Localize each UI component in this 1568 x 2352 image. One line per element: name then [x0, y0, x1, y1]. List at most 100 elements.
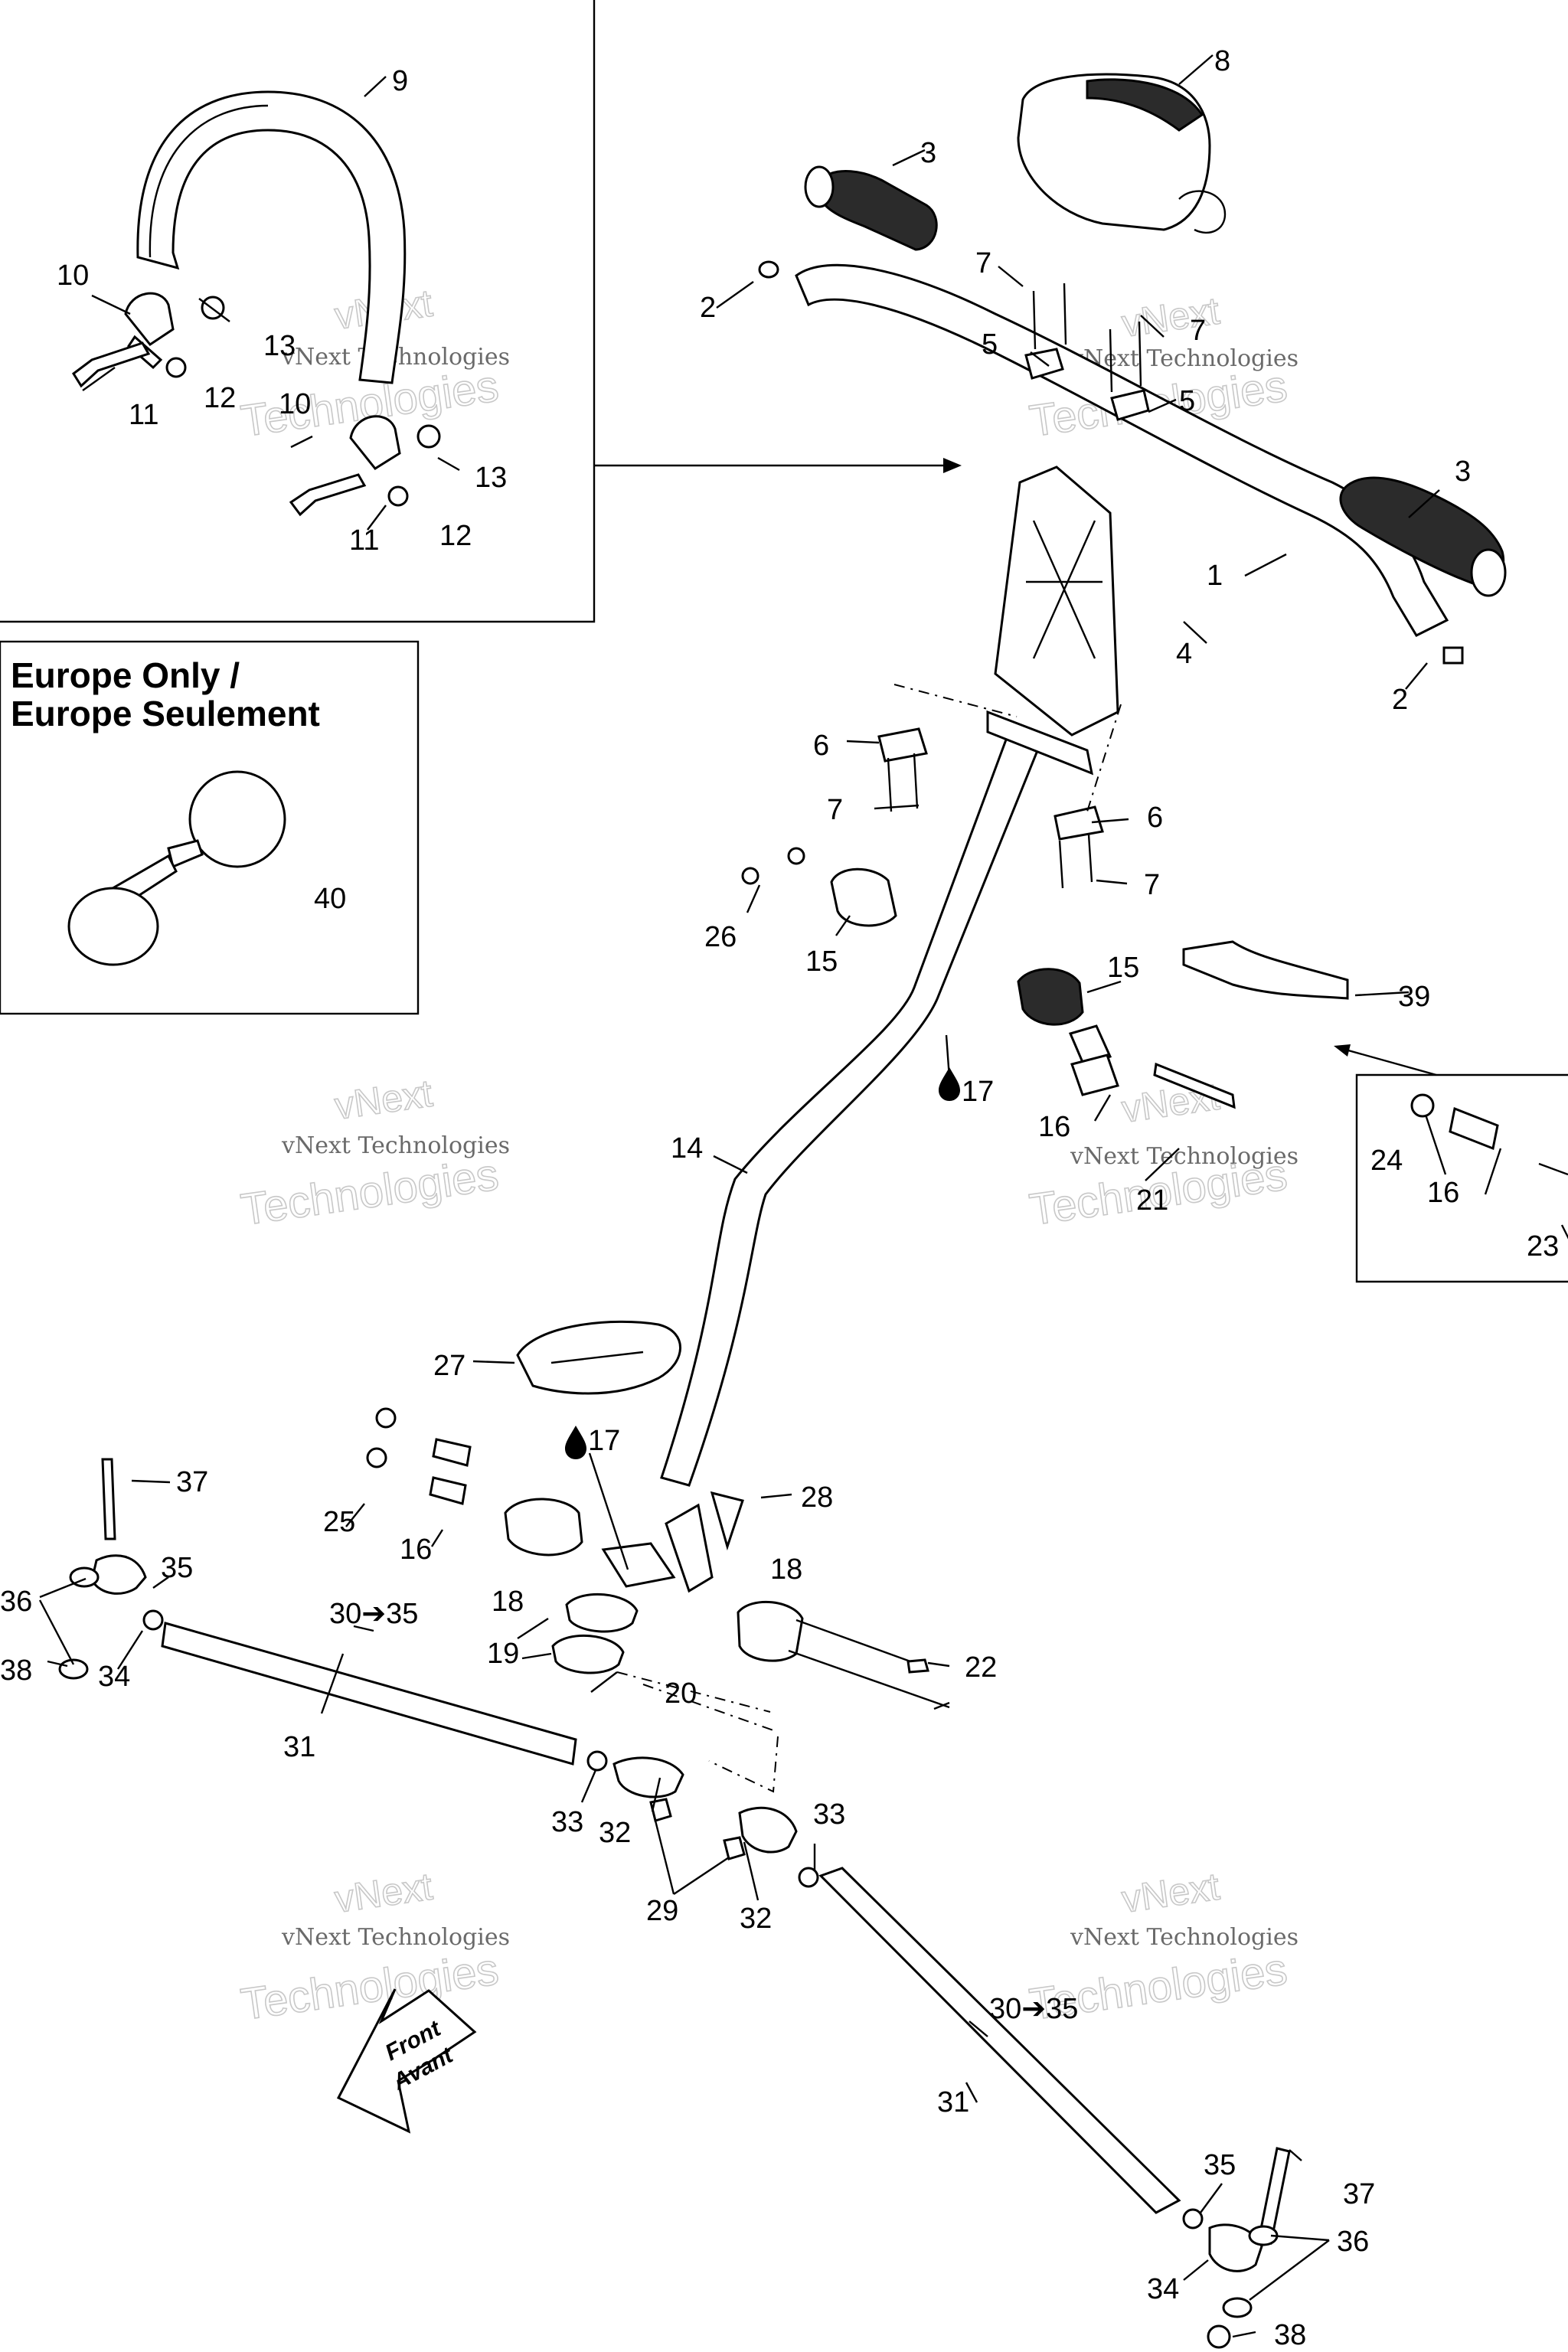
callout-4: 4: [1176, 638, 1192, 670]
riser-part-4: [994, 466, 1119, 737]
callout-3a: 3: [920, 137, 936, 169]
callout-12a: 12: [204, 382, 236, 414]
riser-clamp-upper: [1024, 283, 1150, 421]
callout-33a: 33: [551, 1806, 583, 1838]
callout-30b: 30➔35: [989, 1993, 1078, 2025]
grip-right-part-3: [1339, 476, 1507, 597]
callout-8: 8: [1214, 45, 1230, 77]
handlebar-part-1: [795, 263, 1449, 637]
callout-36a: 36: [0, 1586, 32, 1618]
bushing-upper-part-15: [741, 847, 897, 927]
callout-38a: 38: [0, 1655, 32, 1687]
cover-part-27: [516, 1320, 681, 1395]
callout-9: 9: [392, 65, 408, 97]
inset-bracket-arrow: [1342, 1047, 1437, 1076]
ring-part-9: [136, 90, 407, 384]
inset-bracket-arrowhead: [1334, 1044, 1351, 1057]
lower-clamp-assembly: [366, 1407, 950, 1709]
callout-12b: 12: [439, 520, 472, 552]
callout-37b: 37: [1343, 2178, 1375, 2210]
svg-text:vNext: vNext: [1119, 1865, 1222, 1921]
callout-31b: 31: [937, 2086, 969, 2118]
callout-23: 23: [1527, 1230, 1559, 1263]
lubricant-drop-icon: [565, 1426, 586, 1459]
clamp-set-upper: [71, 292, 225, 388]
callout-18b: 18: [770, 1553, 802, 1586]
callout-38b: 38: [1274, 2319, 1306, 2351]
inset-bracket-box: [1355, 1073, 1568, 1283]
callout-13b: 13: [475, 462, 507, 494]
callout-29: 29: [646, 1895, 678, 1927]
callout-10a: 10: [57, 260, 89, 292]
callout-40: 40: [314, 883, 346, 915]
callout-34b: 34: [1147, 2273, 1179, 2305]
callout-13a: 13: [263, 330, 296, 362]
callout-14: 14: [671, 1132, 703, 1165]
tie-rod-right-assembly: [818, 1867, 1291, 2349]
callout-7b: 7: [1190, 315, 1206, 347]
callout-2a: 2: [700, 292, 716, 324]
callout-21: 21: [1136, 1184, 1168, 1217]
tie-rod-left-assembly: [58, 1458, 577, 1766]
inset-bracket-parts: [1410, 1093, 1568, 1176]
inset-clamp-arrowhead: [943, 458, 962, 473]
callout-7c: 7: [827, 794, 843, 826]
callout-35b: 35: [1204, 2149, 1236, 2181]
callout-15a: 15: [805, 946, 838, 978]
horn-part-40: [67, 770, 286, 966]
callout-32a: 32: [599, 1817, 631, 1849]
svg-text:vNext Technologies: vNext Technologies: [1070, 345, 1298, 372]
callout-27: 27: [433, 1350, 466, 1382]
lower-dash-line: [616, 1671, 779, 1793]
callout-28: 28: [801, 1481, 833, 1514]
svg-text:Technologies: Technologies: [238, 1944, 501, 2029]
callout-1: 1: [1207, 560, 1223, 592]
callout-33b: 33: [813, 1798, 845, 1831]
callout-36b: 36: [1337, 2226, 1369, 2258]
callout-30a: 30➔35: [329, 1598, 418, 1630]
inset-clamp-box: [0, 0, 596, 623]
svg-text:vNext: vNext: [332, 1072, 435, 1128]
svg-text:vNext Technologies: vNext Technologies: [1070, 1143, 1298, 1170]
steering-column-part-14: [660, 710, 1094, 1487]
callout-26: 26: [704, 921, 737, 953]
svg-text:vNext Technologies: vNext Technologies: [281, 1924, 510, 1951]
svg-text:vNext Technologies: vNext Technologies: [281, 1132, 510, 1159]
callout-11a: 11: [129, 399, 158, 431]
callout-5b: 5: [1179, 385, 1195, 417]
callout-2b: 2: [1392, 684, 1408, 716]
callout-5a: 5: [982, 328, 998, 361]
callout-16c: 16: [400, 1534, 432, 1566]
plate-part-39: [1182, 940, 1349, 1000]
callout-10b: 10: [279, 388, 311, 420]
callout-7d: 7: [1144, 869, 1160, 901]
bushing-lower-part-15: [1017, 968, 1236, 1109]
end-cap-right-part-2: [1442, 646, 1464, 665]
callout-11b: 11: [349, 524, 379, 557]
clamp-set-lower: [289, 415, 441, 517]
callout-24: 24: [1370, 1145, 1403, 1177]
callout-6a: 6: [813, 730, 829, 762]
svg-text:vNext: vNext: [332, 1865, 435, 1921]
callout-3b: 3: [1455, 456, 1471, 488]
svg-text:vNext: vNext: [1119, 1075, 1222, 1131]
callout-7a: 7: [975, 247, 991, 279]
callout-16a: 16: [1038, 1111, 1070, 1143]
lubricant-drop-icon: [939, 1067, 960, 1101]
callout-39: 39: [1398, 981, 1430, 1013]
callout-20: 20: [665, 1677, 697, 1710]
inset-europe-box: [0, 640, 420, 1015]
tie-rod-mid-assembly: [586, 1750, 819, 1888]
inset-europe-title-1: Europe Only /: [11, 655, 240, 695]
callout-22: 22: [965, 1651, 997, 1684]
callout-31a: 31: [283, 1731, 315, 1763]
riser-dash-line: [893, 684, 1122, 812]
leader-lines: [38, 54, 1568, 2338]
svg-text:Technologies: Technologies: [238, 1149, 501, 1234]
callout-25: 25: [323, 1506, 355, 1538]
callout-34a: 34: [98, 1661, 130, 1693]
svg-text:vNext: vNext: [1119, 289, 1222, 345]
callout-18a: 18: [492, 1586, 524, 1618]
callout-37a: 37: [176, 1466, 208, 1498]
